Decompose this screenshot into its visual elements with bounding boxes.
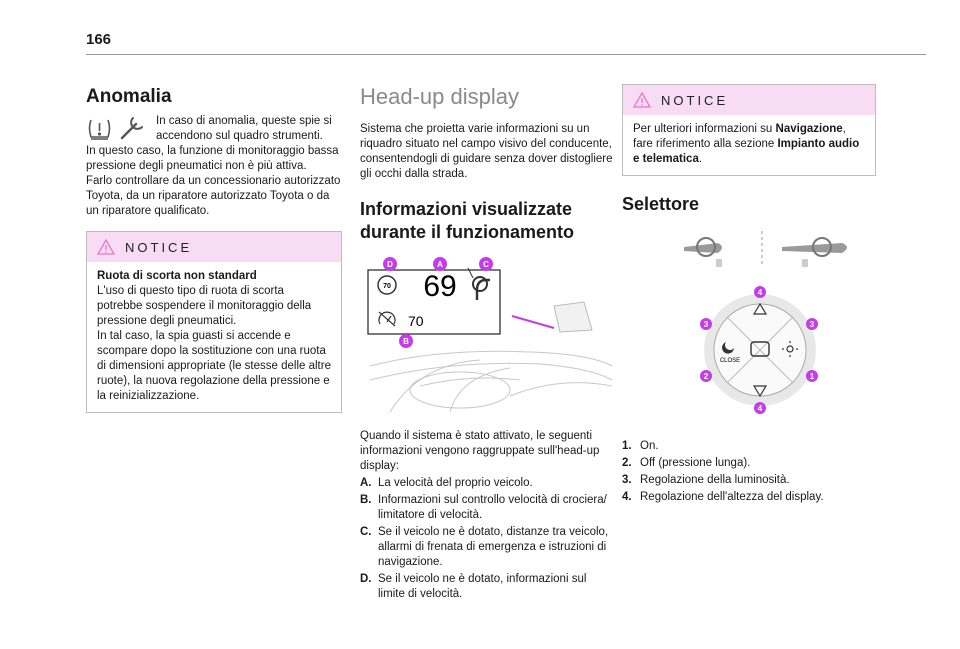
navigation-arrow-icon [467,267,490,300]
notice-box-navigation: NOTICE Per ulteriori informazioni su Nav… [622,84,876,176]
list-item: D.Se il veicolo ne è dotato, informazion… [360,573,587,600]
list-item: 3.Regolazione della luminosità. [622,474,790,486]
hud-button-icon [750,341,770,357]
svg-text:A: A [437,260,443,269]
svg-text:D: D [387,260,393,269]
arrow-down-icon [752,385,768,398]
notice-body: Ruota di scorta non standard L'uso di qu… [87,262,341,412]
svg-text:4: 4 [758,288,763,297]
svg-text:4: 4 [758,404,763,413]
arrow-up-icon [752,302,768,315]
hud-title: Head-up display [360,84,519,109]
svg-text:C: C [483,260,489,269]
callout-B: B [399,334,413,348]
notice-header: NOTICE [87,232,341,262]
top-rule [86,54,926,55]
steering-wheel-right [782,237,847,267]
anomalia-title: Anomalia [86,86,172,107]
tyre-pressure-warning-icon [88,119,111,140]
hud-panel [367,269,501,335]
column-anomalia: Anomalia In caso di anomalia, queste spi… [86,80,342,413]
anomalia-para1-rest: In questo caso, la funzione di monitorag… [86,145,339,172]
selector-illustration: CLOSE 4 3 3 2 1 4 [700,286,818,414]
moon-icon [722,342,734,354]
hud-info-list: A.La velocità del proprio veicolo. B.Inf… [360,476,616,602]
list-item: 2.Off (pressione lunga). [622,457,751,469]
callout-C: C [479,257,493,271]
notice-title: NOTICE [661,92,729,108]
notice-body: Per ulteriori informazioni su Navigazion… [623,115,875,175]
notice-body-2: In tal caso, la spia guasti si accende e… [97,330,331,402]
column-selettore: NOTICE Per ulteriori informazioni su Nav… [622,80,876,507]
notice-box-tyres: NOTICE Ruota di scorta non standard L'us… [86,231,342,413]
svg-text:2: 2 [704,372,709,381]
speed-limit-sign-icon [377,275,397,295]
svg-text:3: 3 [810,320,815,329]
list-item: 4.Regolazione dell'altezza del display. [622,491,824,503]
list-item: A.La velocità del proprio veicolo. [360,477,533,489]
selector-list: 1.On. 2.Off (pressione lunga). 3.Regolaz… [622,439,876,505]
list-item: 1.On. [622,440,659,452]
cruise-value-text: 70 [408,313,424,329]
steering-wheel-illustration [684,231,847,267]
dashboard-lines [369,350,613,413]
sign-limit-text: 70 [383,283,391,290]
hud-speed-text: 69 [423,270,456,303]
svg-text:1: 1 [810,372,815,381]
page-number: 166 [86,31,112,48]
callout-1: 1 [806,370,818,382]
callout-4-top: 4 [754,286,766,298]
hud-screen [553,301,593,333]
callout-A: A [433,257,447,271]
callout-D: D [383,257,397,271]
section-title-info: Informazioni visualizzate durante il fun… [360,199,574,242]
selettore-title: Selettore [622,194,700,214]
anomalia-para2: Farlo controllare da un concessionario a… [86,175,341,217]
cruise-control-icon [378,311,396,327]
callout-3-right: 3 [806,318,818,330]
brightness-icon [782,341,798,357]
close-label: CLOSE [720,358,740,364]
notice-title: NOTICE [125,239,193,255]
svg-text:3: 3 [704,320,709,329]
warning-triangle-icon [97,239,115,255]
notice-text: Per ulteriori informazioni su Navigazion… [633,123,860,165]
warning-icons [88,117,143,140]
hud-desc: Quando il sistema è stato attivato, le s… [360,430,600,472]
notice-body-1: L'uso di questo tipo di ruota di scorta … [97,285,312,327]
svg-text:B: B [403,337,409,346]
steering-wheel-left [684,237,722,267]
anomalia-para1-first: In caso di anomalia, queste spie si acce… [156,115,332,142]
service-wrench-icon [120,117,143,140]
callout-4-bottom: 4 [754,402,766,414]
list-item: B.Informazioni sul controllo velocità di… [360,494,607,521]
list-item: C.Se il veicolo ne è dotato, distanze tr… [360,526,609,568]
column-head-up-display: Head-up display Sistema che proietta var… [360,80,616,604]
callout-3-left: 3 [700,318,712,330]
hud-illustration: 70 69 70 D A C B [367,257,613,413]
warning-triangle-icon [633,92,651,108]
hud-intro: Sistema che proietta varie informazioni … [360,123,613,180]
notice-header: NOTICE [623,85,875,115]
notice-heading: Ruota di scorta non standard [97,270,257,282]
callout-2: 2 [700,370,712,382]
